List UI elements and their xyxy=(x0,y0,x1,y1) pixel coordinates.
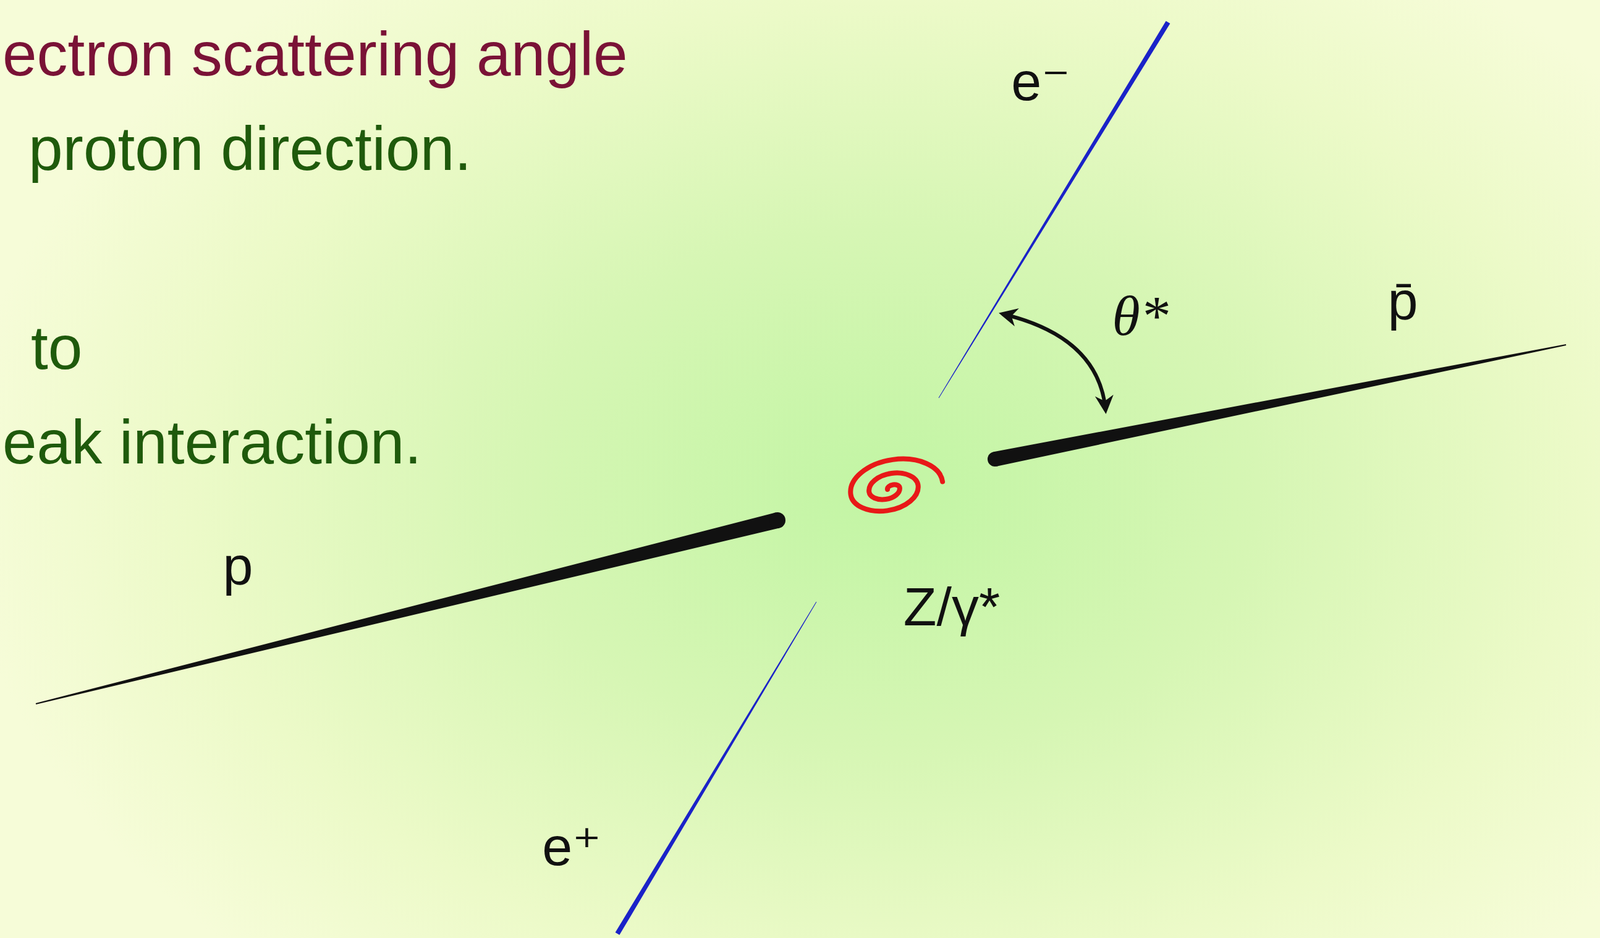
particle-label: e⁺ xyxy=(541,815,601,878)
heading-text: ectron scattering angle xyxy=(2,18,628,90)
heading-text: proton direction. xyxy=(28,113,472,185)
proton-beam-end xyxy=(769,512,786,529)
proton-beam xyxy=(35,512,780,705)
heading-text: to xyxy=(30,312,83,384)
electron-track xyxy=(938,21,1171,398)
boson-label: Z/γ* xyxy=(903,575,1000,638)
antiproton-beam xyxy=(993,344,1567,467)
particle-label: p xyxy=(223,534,254,597)
angle-arrow xyxy=(1002,313,1106,411)
antiproton-beam-end xyxy=(987,451,1003,467)
angle-label: θ* xyxy=(1111,283,1169,350)
particle-label: e⁻ xyxy=(1011,50,1070,113)
boson-spiral xyxy=(846,452,946,516)
heading-text: eak interaction. xyxy=(2,406,422,478)
positron-track xyxy=(615,601,817,936)
particle-label: p̄ xyxy=(1388,269,1419,332)
